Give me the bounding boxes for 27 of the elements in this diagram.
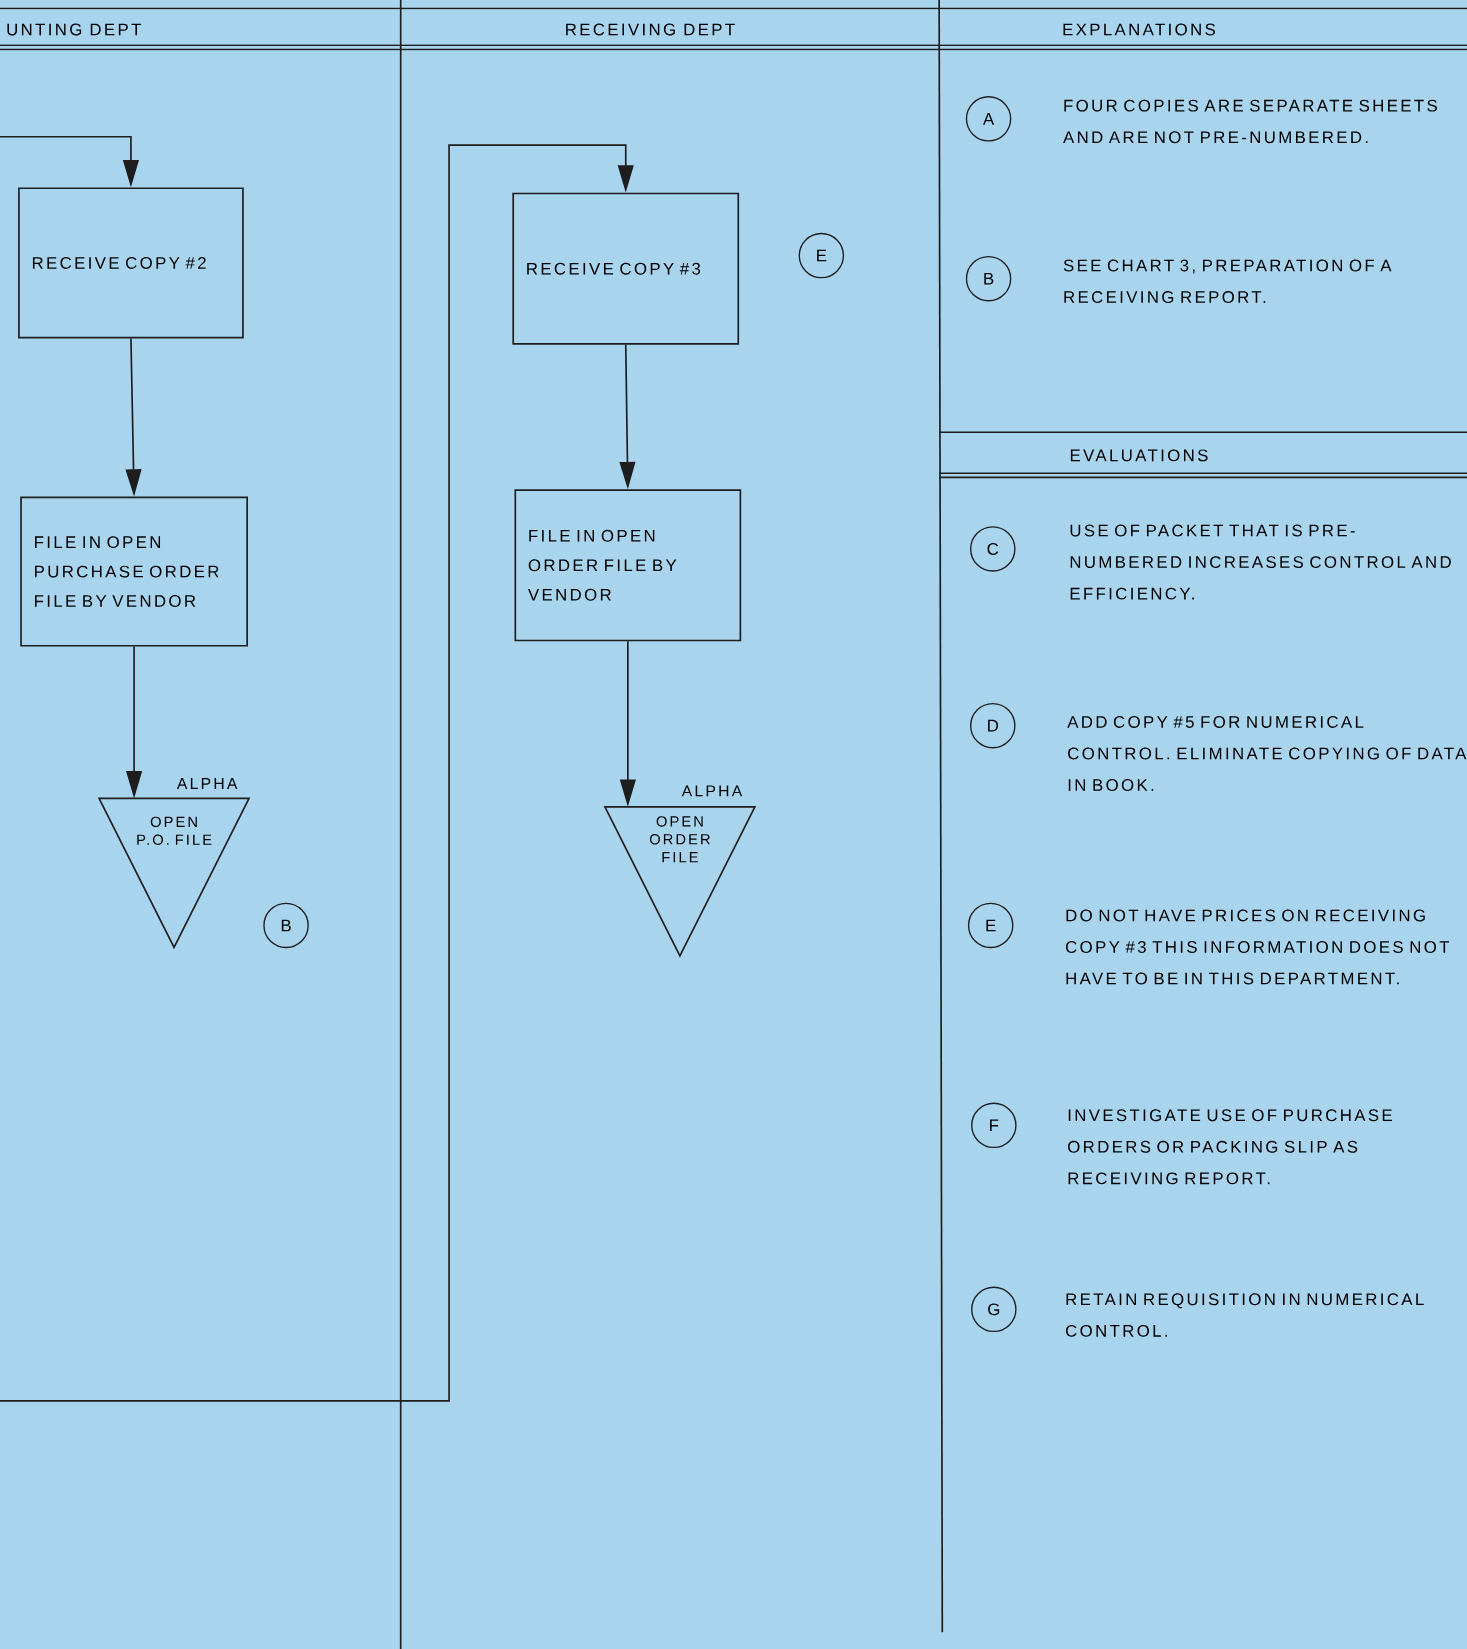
file-label: ALPHA xyxy=(681,785,743,797)
note-text: USE OF PACKET THAT IS PRE-NUMBERED INCREASES CONTROL AND EFFICIENCY. xyxy=(1070,524,1451,600)
note-text: DO NOT HAVE PRICES ON RECEIVING COPY #3 THIS INFORMATION DOES NOT HAVE TO BE IN THIS DEPARTMENT. xyxy=(1065,909,1450,985)
column-heading: EVALUATIONS xyxy=(1070,449,1208,462)
note-text: ADD COPY #5 FOR NUMERICAL CONTROL. ELIMINATE COPYING OF DATA IN BOOK. xyxy=(1067,716,1467,791)
note-text: INVESTIGATE USE OF PURCHASE ORDERS OR PACKING SLIP AS RECEIVING REPORT. xyxy=(1068,1109,1392,1185)
process-box: RECEIVE COPY #2 xyxy=(18,187,244,339)
process-box: FILE IN OPEN ORDER FILE BY VENDOR xyxy=(514,489,742,642)
circled-letter: G xyxy=(971,1286,1017,1333)
note-text: SEE CHART 3, PREPARATION OF A RECEIVING REPORT. xyxy=(1063,259,1392,303)
circled-letter: B xyxy=(263,902,309,949)
column-heading: RECEIVING DEPT xyxy=(566,23,735,36)
circled-letter: F xyxy=(971,1102,1017,1149)
process-box: FILE IN OPEN PURCHASE ORDER FILE BY VENDOR xyxy=(20,496,248,647)
column-heading: EXPLANATIONS xyxy=(1063,23,1215,36)
note-text: FOUR COPIES ARE SEPARATE SHEETS AND ARE NOT PRE-NUMBERED. xyxy=(1063,99,1437,144)
circled-letter: D xyxy=(969,702,1016,749)
process-box: RECEIVE COPY #3 xyxy=(512,192,740,345)
note-text: RETAIN REQUISITION IN NUMERICAL CONTROL. xyxy=(1065,1293,1424,1337)
circled-letter: E xyxy=(798,232,845,279)
circled-letter: B xyxy=(965,255,1012,302)
column-heading: UNTING DEPT xyxy=(7,23,141,36)
circled-letter: E xyxy=(967,902,1014,949)
file-label: ALPHA xyxy=(176,778,238,789)
circled-letter: A xyxy=(965,96,1012,142)
arrow xyxy=(0,144,634,1402)
circled-letter: C xyxy=(969,526,1016,572)
